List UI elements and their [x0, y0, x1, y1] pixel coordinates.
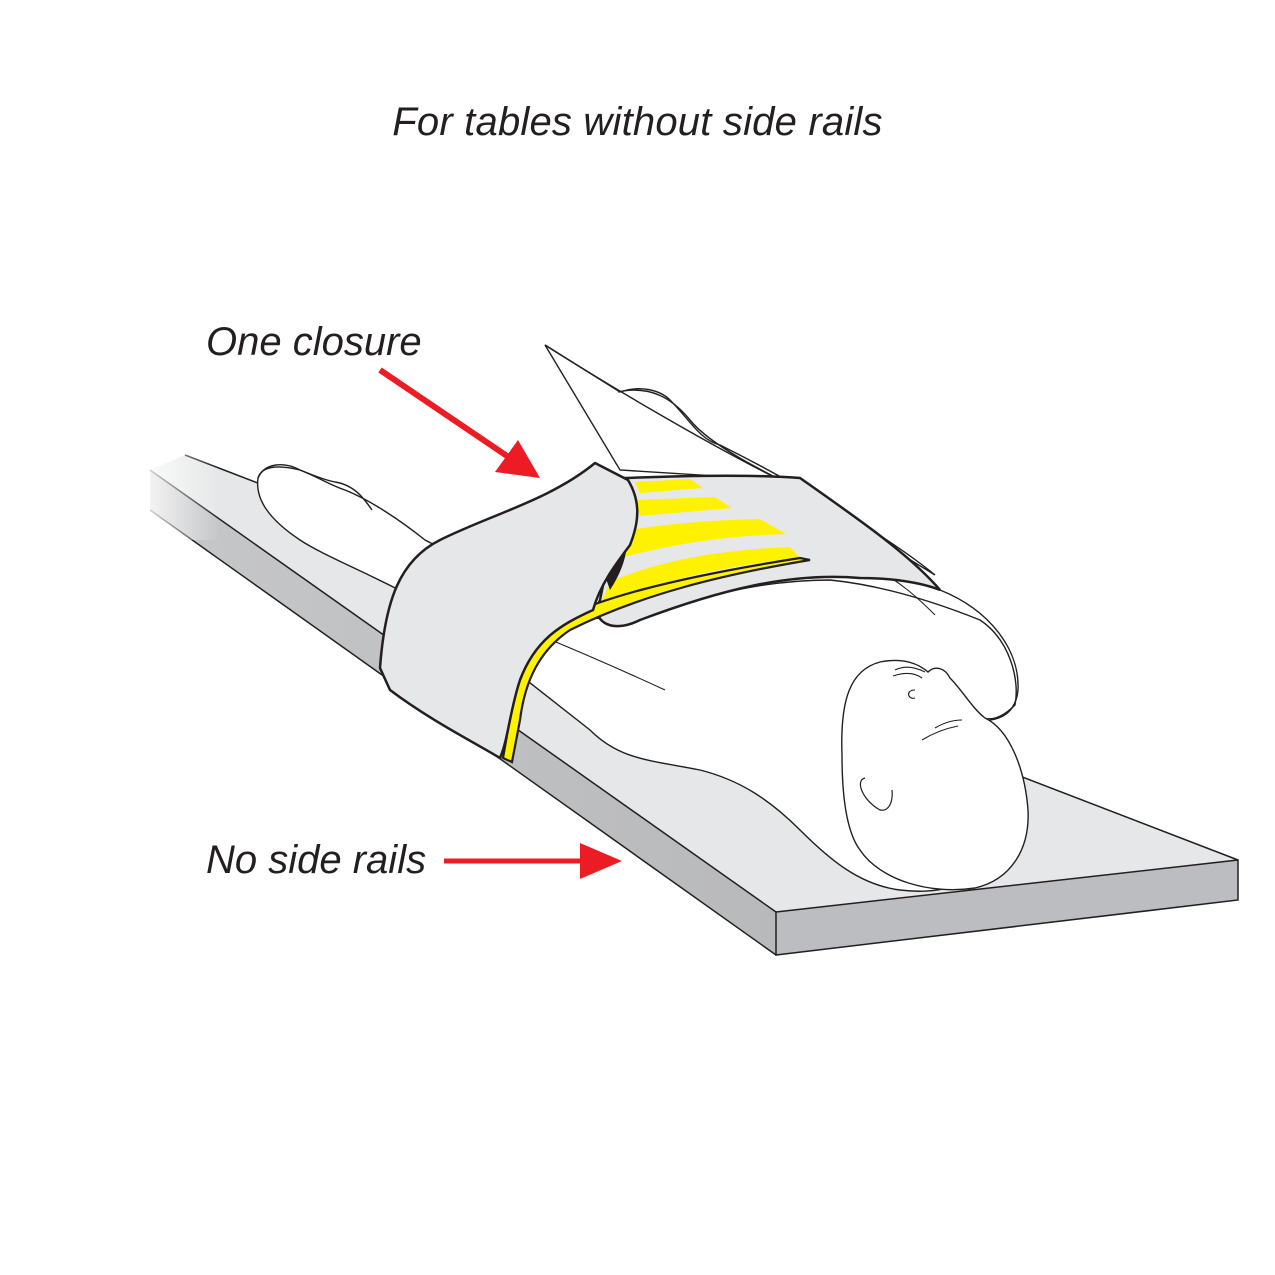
callout-arrow-one-closure — [378, 367, 540, 478]
body-strap — [378, 461, 941, 764]
strap-stripe — [635, 497, 732, 516]
strap-stripe — [600, 547, 800, 605]
callout-arrow-no-side-rails — [444, 843, 622, 879]
callout-label-no-side-rails: No side rails — [206, 838, 427, 882]
table-end-face — [775, 859, 1239, 956]
strap-stripe — [635, 479, 703, 493]
patient-head — [841, 659, 1029, 891]
callout-label-one-closure: One closure — [206, 320, 422, 364]
strap-stripe — [620, 519, 786, 558]
strap-closure-flap — [378, 461, 639, 760]
figure-title: For tables without side rails — [392, 100, 883, 144]
